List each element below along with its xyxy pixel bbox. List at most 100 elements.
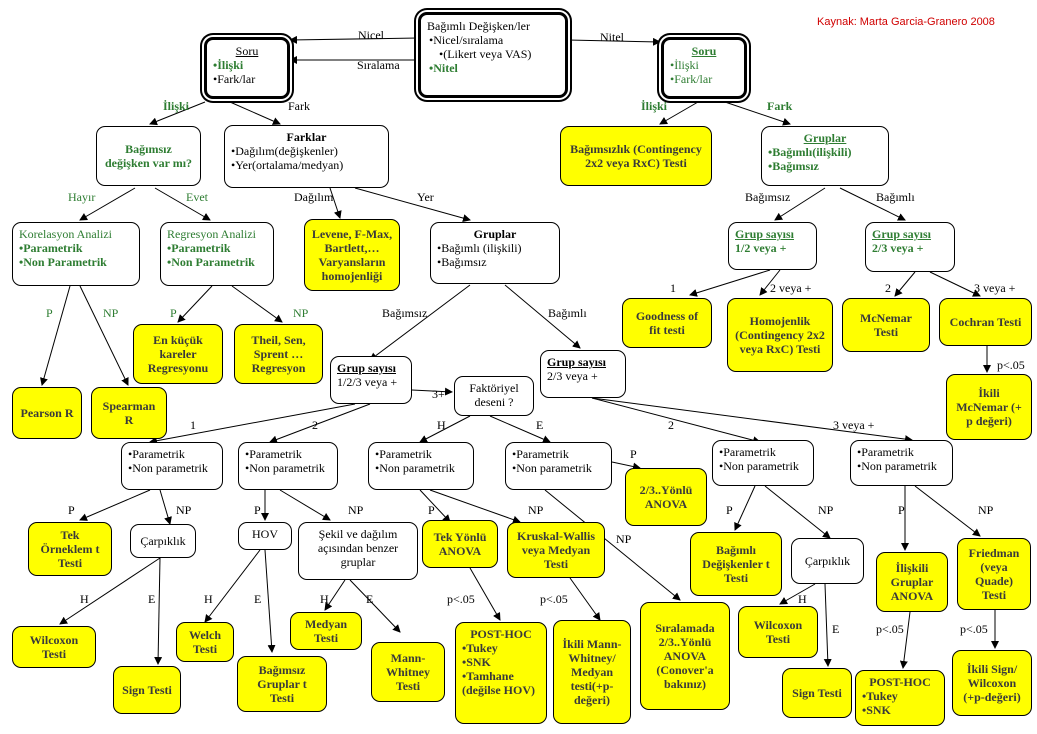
pairwise-mann-whitney: İkili Mann-Whitney/ Medyan testi(+p-değe…	[553, 620, 631, 724]
edge-label-bagimli-mid: Bağımlı	[548, 306, 587, 320]
root-item-2: (Likert veya VAS)	[429, 47, 559, 61]
param-nonparam-1: ParametrikNon parametrik	[121, 442, 223, 490]
skewness-box-1: Çarpıklık	[130, 524, 196, 558]
edge-label-h-a: H	[437, 418, 446, 432]
param-nonparam-5: ParametrikNon parametrik	[712, 440, 814, 486]
edge-label-evet: Evet	[186, 190, 208, 204]
question-left-item-2: Fark/lar	[213, 72, 281, 86]
posthoc2-item-1: Tukey	[862, 689, 938, 703]
edge-label-h-b: H	[80, 592, 89, 606]
edge-label-p-reg: P	[170, 306, 177, 320]
edge-label-p05-d: p<.05	[876, 622, 904, 636]
param-nonparam-3: ParametrikNon parametrik	[368, 442, 474, 490]
welch-test: Welch Testi	[176, 622, 234, 662]
edge-label-p05-c: p<.05	[540, 592, 568, 606]
pn3-b: Non parametrik	[375, 461, 467, 475]
edge-label-np-reg: NP	[293, 306, 309, 320]
hov-box: HOV	[238, 522, 292, 550]
group-count-independent-mid: Grup sayısı 1/2/3 veya +	[330, 356, 412, 404]
groups-mid-title: Gruplar	[473, 227, 517, 241]
groups-mid-item-1: Bağımlı (ilişkili)	[437, 241, 553, 255]
pn5-b: Non parametrik	[719, 459, 807, 473]
edge-label-p05-a: p<.05	[997, 358, 1025, 372]
edge-label-np-corr: NP	[103, 306, 119, 320]
edge-label-np-3: NP	[528, 503, 544, 517]
related-groups-anova: İlişkili Gruplar ANOVA	[876, 552, 948, 612]
pn3-a: Parametrik	[375, 447, 467, 461]
group-count-title-a: Grup sayısı	[735, 227, 795, 241]
question-left-title: Soru	[235, 44, 259, 58]
levene-test: Levene, F-Max, Bartlett,… Varyansların h…	[304, 219, 400, 291]
regression-title: Regresyon Analizi	[167, 227, 256, 241]
root-title: Bağımlı Değişken/ler	[427, 19, 530, 33]
edge-label-threeplus-a: 3 veya +	[974, 281, 1016, 295]
friedman-test: Friedman (veya Quade) Testi	[957, 538, 1031, 610]
posthoc-title: POST-HOC	[470, 627, 532, 641]
spearman-r: Spearman R	[91, 387, 167, 439]
correlation-item-1: Parametrik	[19, 241, 133, 255]
pn1-b: Non parametrik	[128, 461, 216, 475]
edge-label-fark-left: Fark	[288, 99, 310, 113]
edge-label-p-corr: P	[46, 306, 53, 320]
edge-label-e-a: E	[536, 418, 544, 432]
edge-label-bagimli-right: Bağımlı	[876, 190, 915, 204]
param-nonparam-6: ParametrikNon parametrik	[850, 440, 953, 486]
correlation-analysis: Korelasyon Analizi ParametrikNon Paramet…	[12, 222, 140, 286]
groups-right-item-1: Bağımlı(ilişkili)	[768, 145, 882, 159]
group-count-dependent-right: Grup sayısı 2/3 veya +	[865, 222, 955, 272]
group-count-sub-c: 1/2/3 veya +	[337, 375, 398, 389]
edge-label-p-6: P	[898, 503, 905, 517]
pairwise-sign-wilcoxon: İkili Sign/ Wilcoxon (+p-değeri)	[952, 650, 1032, 716]
goodness-of-fit-test: Goodness of fit testi	[622, 298, 712, 348]
edge-label-bagimsiz-right: Bağımsız	[745, 190, 791, 204]
edge-label-np-4: NP	[616, 532, 632, 546]
group-count-title-c: Grup sayısı	[337, 361, 397, 375]
one-way-anova: Tek Yönlü ANOVA	[422, 520, 498, 568]
question-right-title: Soru	[691, 44, 717, 58]
edge-label-np-6: NP	[978, 503, 994, 517]
regression-analysis: Regresyon Analizi ParametrikNon Parametr…	[160, 222, 274, 286]
pearson-r: Pearson R	[12, 387, 82, 439]
theil-sen-regression: Theil, Sen, Sprent … Regresyon	[234, 324, 323, 384]
source-credit: Kaynak: Marta Garcia-Granero 2008	[817, 16, 995, 28]
posthoc-item-3: Tamhane (değilse HOV)	[462, 669, 540, 697]
root-dependent-variables: Bağımlı Değişken/ler Nicel/sıralama (Lik…	[418, 12, 568, 98]
edge-label-p-5: P	[726, 503, 733, 517]
independent-var-question: Bağımsız değişken var mı?	[96, 126, 201, 186]
ranked-anova: Sıralamada 2/3..Yönlü ANOVA (Conover'a b…	[640, 602, 730, 710]
group-count-sub-b: 2/3 veya +	[872, 241, 924, 255]
differences-item-2: Yer(ortalama/medyan)	[231, 158, 382, 172]
edge-label-two-c: 2	[668, 418, 674, 432]
similar-shape-groups: Şekil ve dağılım açısından benzer grupla…	[298, 522, 418, 580]
pn1-a: Parametrik	[128, 447, 216, 461]
edge-label-hayir: Hayır	[68, 190, 96, 204]
edge-label-bagimsiz-mid: Bağımsız	[382, 306, 428, 320]
edge-label-p-1: P	[68, 503, 75, 517]
edge-label-np-5: NP	[818, 503, 834, 517]
post-hoc-tests: POST-HOC TukeySNKTamhane (değilse HOV)	[455, 622, 547, 724]
edge-label-e-c: E	[254, 592, 262, 606]
group-count-sub-a: 1/2 veya +	[735, 241, 787, 255]
edge-label-h-d: H	[320, 592, 329, 606]
wilcoxon-test-2: Wilcoxon Testi	[738, 606, 818, 658]
edge-label-p05-b: p<.05	[447, 592, 475, 606]
param-nonparam-2: ParametrikNon parametrik	[238, 442, 338, 490]
posthoc-item-1: Tukey	[462, 641, 540, 655]
correlation-item-2: Non Parametrik	[19, 255, 133, 269]
edge-label-p-anova23: P	[630, 447, 637, 461]
edge-label-np-2: NP	[348, 503, 364, 517]
dependent-t-test: Bağımlı Değişkenler t Testi	[690, 532, 782, 596]
pn5-a: Parametrik	[719, 445, 807, 459]
pn4-a: Parametrik	[512, 447, 605, 461]
edge-label-twoplus: 2 veya +	[770, 281, 812, 295]
edge-label-nitel: Nitel	[600, 30, 624, 44]
posthoc-item-2: SNK	[462, 655, 540, 669]
edge-label-two-b: 2	[312, 418, 318, 432]
edge-label-two-a: 2	[885, 281, 891, 295]
pn6-b: Non parametrik	[857, 459, 946, 473]
group-count-independent-right: Grup sayısı 1/2 veya +	[728, 222, 817, 270]
edge-label-nicel: Nicel	[358, 28, 384, 42]
